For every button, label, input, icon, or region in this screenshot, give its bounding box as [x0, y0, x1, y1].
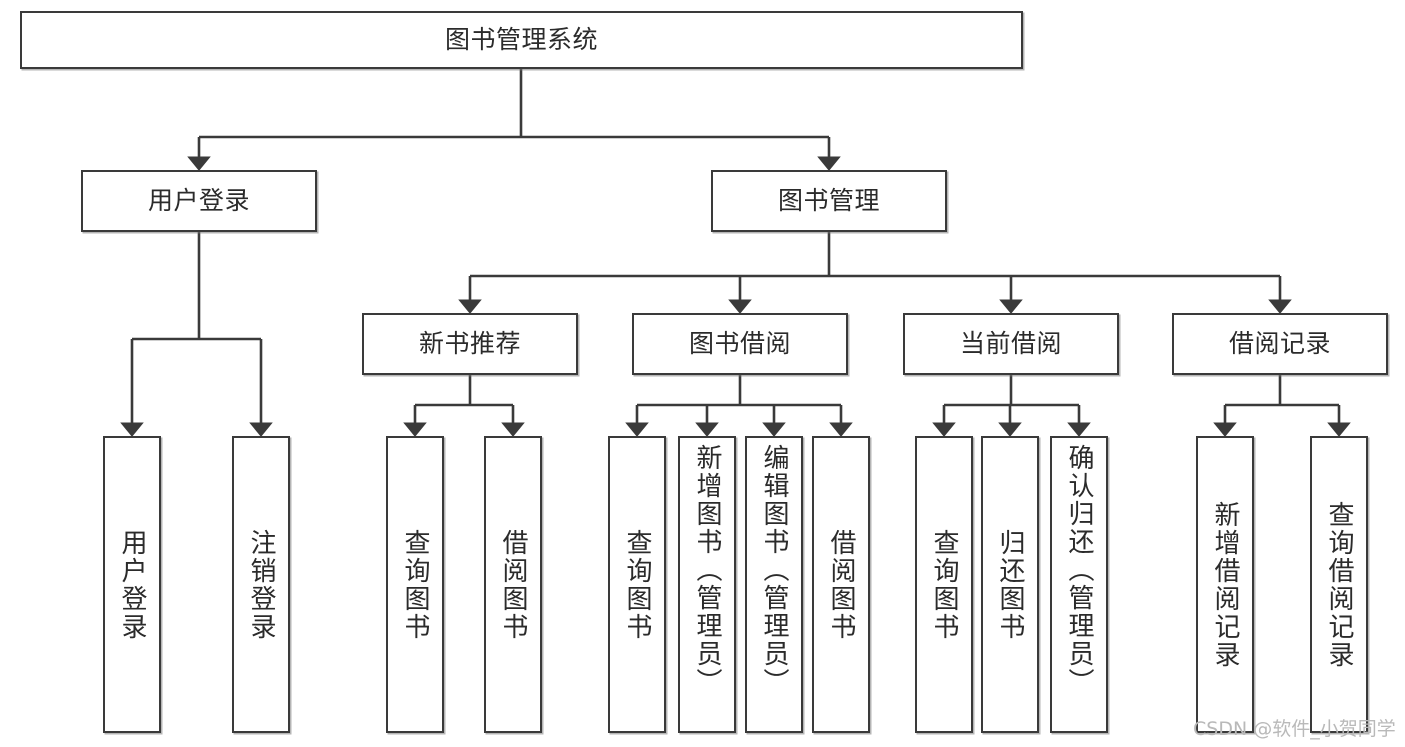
- leaf-add-book-admin-label: 新增图书（管理员）: [692, 444, 722, 696]
- leaf-query-book-borrow[interactable]: 查询图书: [608, 436, 666, 733]
- leaf-query-borrow-record-label: 查询借阅记录: [1324, 500, 1354, 669]
- leaf-borrow-book-recommend[interactable]: 借阅图书: [484, 436, 542, 733]
- leaf-add-book-admin[interactable]: 新增图书（管理员）: [678, 436, 736, 733]
- leaf-query-book-recommend[interactable]: 查询图书: [386, 436, 444, 733]
- watermark: CSDN @软件_小贺同学: [1193, 718, 1396, 740]
- leaf-add-borrow-record[interactable]: 新增借阅记录: [1196, 436, 1254, 733]
- leaf-confirm-return-admin[interactable]: 确认归还（管理员）: [1050, 436, 1108, 733]
- node-book-borrow[interactable]: 图书借阅: [632, 313, 848, 375]
- node-borrow-record-label: 借阅记录: [1228, 328, 1331, 358]
- node-book-borrow-label: 图书借阅: [688, 328, 791, 358]
- leaf-user-login[interactable]: 用户登录: [103, 436, 161, 733]
- leaf-logout[interactable]: 注销登录: [232, 436, 290, 733]
- leaf-logout-label: 注销登录: [246, 528, 276, 641]
- leaf-query-borrow-record[interactable]: 查询借阅记录: [1310, 436, 1368, 733]
- leaf-query-book-current[interactable]: 查询图书: [915, 436, 973, 733]
- node-root[interactable]: 图书管理系统: [20, 11, 1023, 69]
- leaf-edit-book-admin[interactable]: 编辑图书（管理员）: [745, 436, 803, 733]
- node-user-login-label: 用户登录: [147, 185, 250, 215]
- node-book-management[interactable]: 图书管理: [711, 170, 947, 232]
- leaf-return-book-label: 归还图书: [995, 528, 1025, 641]
- leaf-confirm-return-admin-label: 确认归还（管理员）: [1064, 444, 1094, 696]
- node-new-book-recommend[interactable]: 新书推荐: [362, 313, 578, 375]
- node-root-label: 图书管理系统: [444, 24, 598, 54]
- node-current-borrow-label: 当前借阅: [959, 328, 1062, 358]
- leaf-return-book[interactable]: 归还图书: [981, 436, 1039, 733]
- node-new-book-recommend-label: 新书推荐: [418, 328, 521, 358]
- node-current-borrow[interactable]: 当前借阅: [903, 313, 1119, 375]
- leaf-query-book-borrow-label: 查询图书: [622, 528, 652, 641]
- node-user-login[interactable]: 用户登录: [81, 170, 317, 232]
- leaf-borrow-book-label: 借阅图书: [826, 528, 856, 641]
- leaf-borrow-book[interactable]: 借阅图书: [812, 436, 870, 733]
- leaf-query-book-recommend-label: 查询图书: [400, 528, 430, 641]
- leaf-user-login-label: 用户登录: [117, 528, 147, 641]
- node-book-management-label: 图书管理: [777, 185, 880, 215]
- leaf-query-book-current-label: 查询图书: [929, 528, 959, 641]
- leaf-add-borrow-record-label: 新增借阅记录: [1210, 500, 1240, 669]
- leaf-borrow-book-recommend-label: 借阅图书: [498, 528, 528, 641]
- node-borrow-record[interactable]: 借阅记录: [1172, 313, 1388, 375]
- leaf-edit-book-admin-label: 编辑图书（管理员）: [759, 444, 789, 696]
